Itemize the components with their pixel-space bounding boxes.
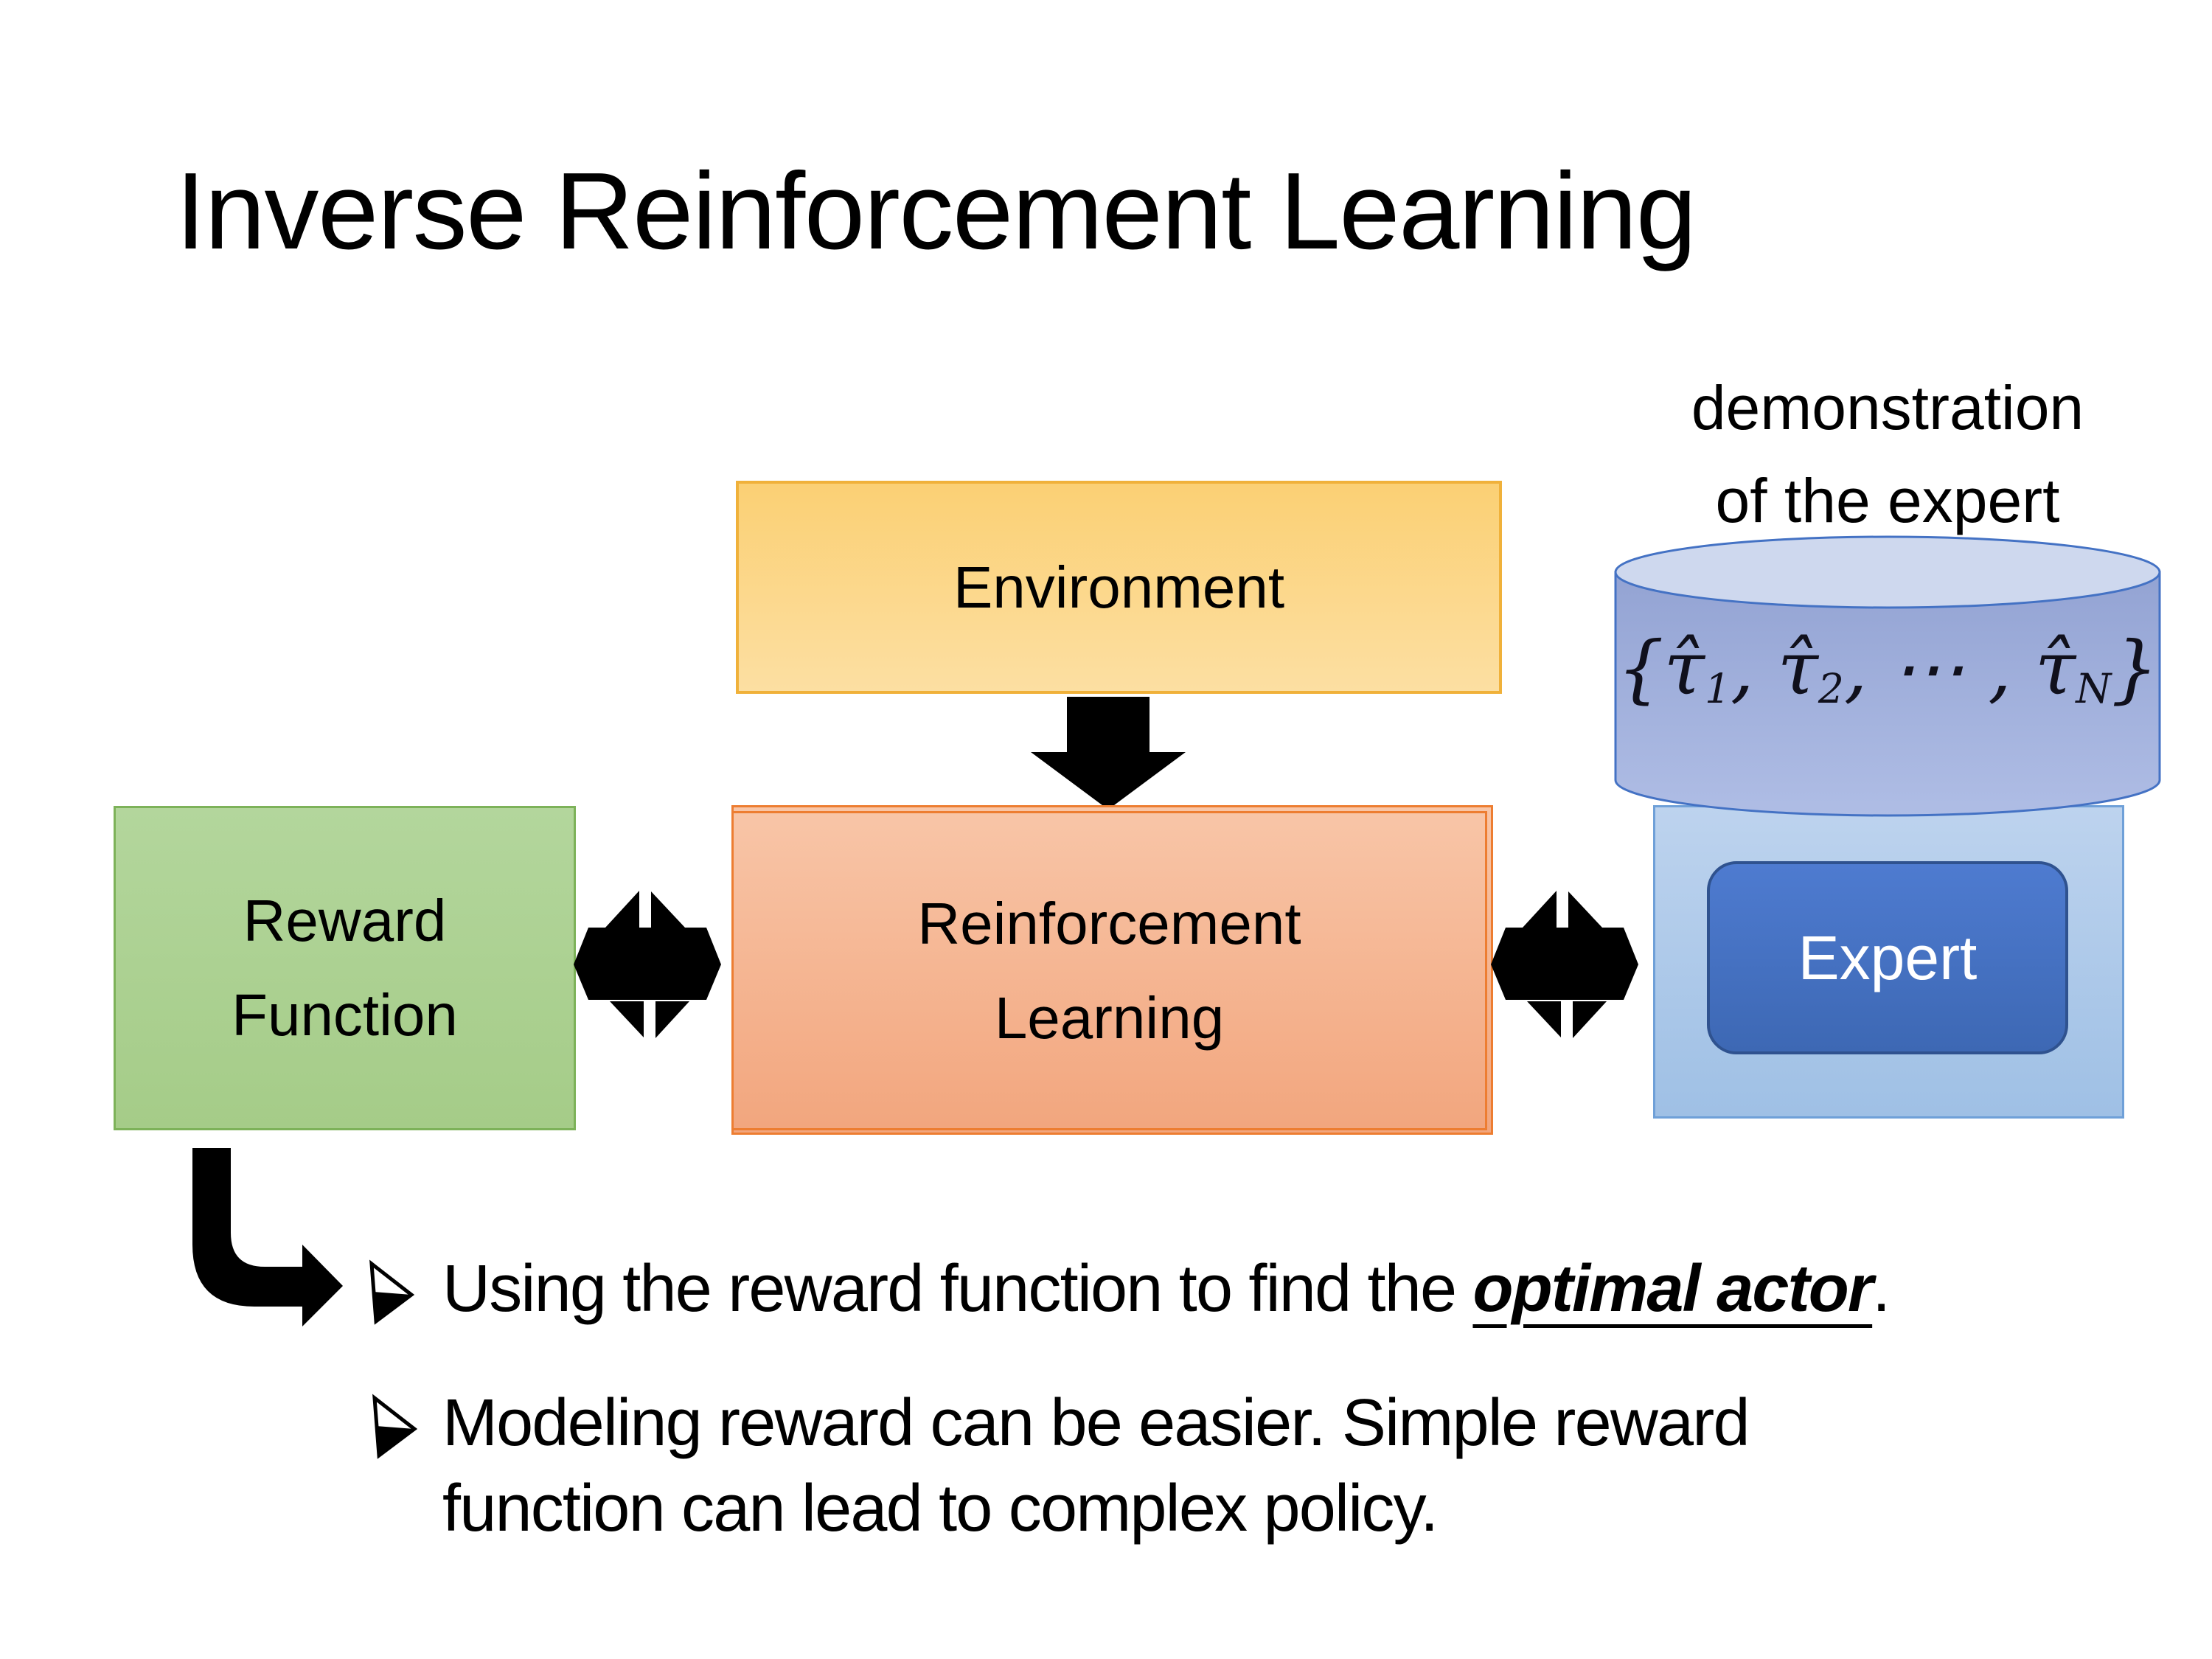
reward-function-label-line2: Function: [232, 982, 458, 1048]
demonstration-label-line2: of the expert: [1715, 466, 2060, 535]
bullet-1-prefix: Using the reward function to find the: [442, 1252, 1473, 1326]
elbow-arrow-icon: [192, 1148, 343, 1326]
bullet-2-line1: Modeling reward can be easier. Simple re…: [442, 1386, 1750, 1460]
bullet-marker-icon: [369, 1259, 415, 1325]
reinforcement-learning-label-line1: Reinforcement: [917, 890, 1301, 956]
down-arrow-icon: [1031, 697, 1186, 810]
environment-label: Environment: [953, 554, 1285, 620]
bullet-2-line2: function can lead to complex policy.: [442, 1472, 1439, 1545]
reward-function-box: Reward Function: [114, 806, 576, 1130]
demonstration-label: demonstration of the expert: [1585, 361, 2190, 547]
bullet-item-2: Modeling reward can be easier. Simple re…: [442, 1380, 1750, 1551]
expert-label: Expert: [1798, 922, 1978, 992]
page-title: Inverse Reinforcement Learning: [175, 150, 1697, 272]
expert-box: Expert: [1707, 861, 2068, 1054]
exchange-arrows-icon-left: [574, 891, 721, 1038]
bullet-1-suffix: .: [1872, 1252, 1891, 1326]
demonstration-label-line1: demonstration: [1691, 373, 2084, 442]
exchange-arrows-icon-right: [1491, 891, 1638, 1038]
reward-function-label-line1: Reward: [243, 888, 447, 953]
reinforcement-learning-box: Reinforcement Learning: [731, 811, 1487, 1130]
trajectory-set-label: {τ̂1, τ̂2, ⋯ , τ̂N}: [1617, 625, 2158, 713]
environment-box: Environment: [736, 481, 1502, 694]
bullet-marker-icon: [372, 1394, 418, 1459]
database-cylinder-icon: [1614, 535, 2161, 817]
bullet-item-1: Using the reward function to find the op…: [442, 1246, 1891, 1332]
reinforcement-learning-label-line2: Learning: [994, 984, 1225, 1051]
optimal-actor-emphasis: optimal actor: [1472, 1252, 1874, 1326]
